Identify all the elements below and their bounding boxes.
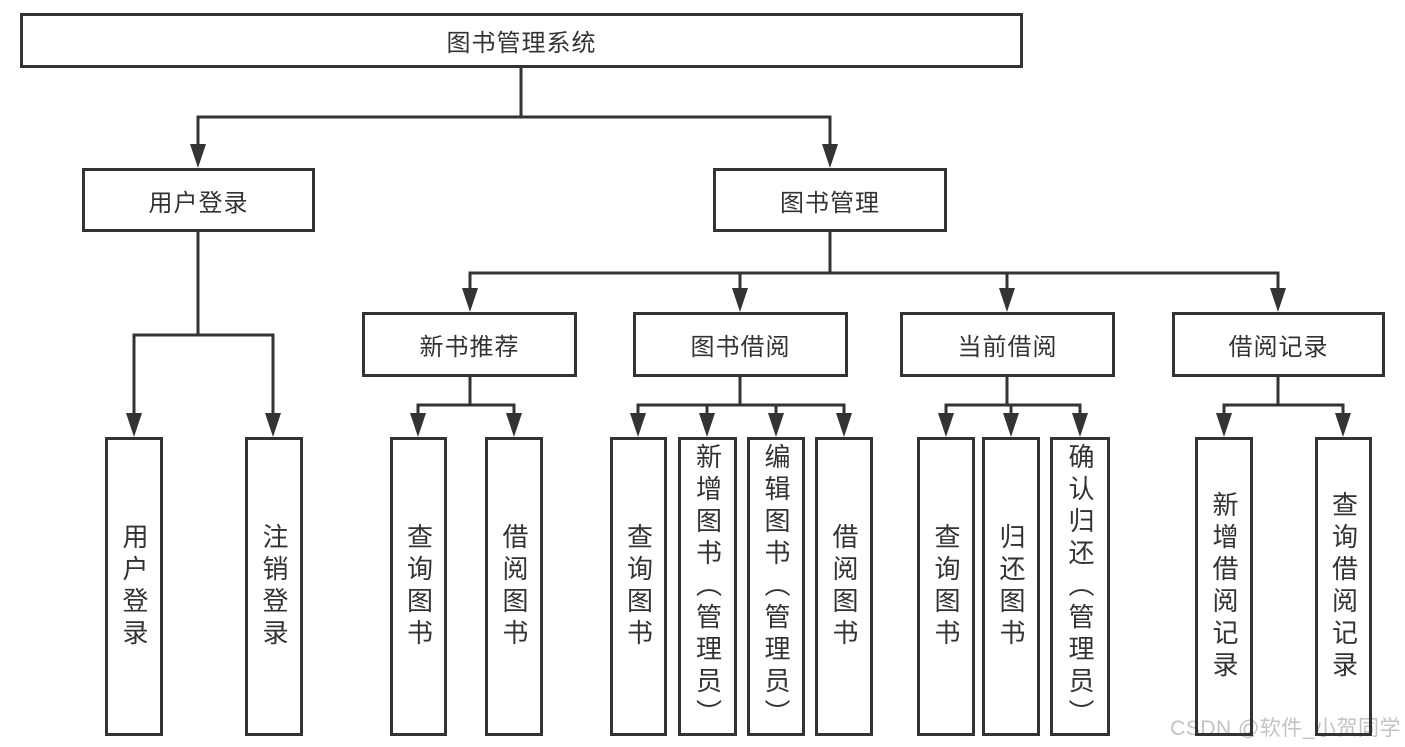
node-leaf-query-books-current: 查询图书 (917, 437, 975, 736)
node-borrowing-records: 借阅记录 (1172, 312, 1385, 377)
connector-current-borrow-to-children (938, 377, 1088, 437)
node-leaf-add-books-admin: 新增图书（管理员） (678, 437, 737, 736)
connector-root-to-level2 (190, 68, 838, 168)
node-leaf-add-borrow-record: 新增借阅记录 (1195, 437, 1253, 736)
node-new-book-recommend: 新书推荐 (362, 312, 577, 377)
node-book-management: 图书管理 (713, 168, 947, 232)
node-leaf-confirm-return-admin: 确认归还（管理员） (1050, 437, 1110, 736)
node-leaf-query-borrow-record: 查询借阅记录 (1315, 437, 1372, 736)
node-leaf-user-login: 用户登录 (105, 437, 163, 736)
connector-book-borrow-to-children (630, 377, 852, 437)
connector-user-login-to-children (126, 232, 281, 437)
node-leaf-query-books-borrow: 查询图书 (610, 437, 667, 736)
node-root-system: 图书管理系统 (20, 13, 1023, 68)
connector-borrow-records-to-children (1216, 377, 1351, 437)
node-leaf-borrow-books: 借阅图书 (815, 437, 873, 736)
node-leaf-edit-books-admin: 编辑图书（管理员） (747, 437, 805, 736)
node-leaf-logout: 注销登录 (245, 437, 303, 736)
node-book-borrowing: 图书借阅 (633, 312, 848, 377)
node-user-login: 用户登录 (82, 168, 315, 232)
node-current-borrowing: 当前借阅 (900, 312, 1115, 377)
node-leaf-query-books-rec: 查询图书 (390, 437, 447, 736)
connector-new-book-rec-to-children (410, 377, 522, 437)
connector-book-management-to-level3 (462, 232, 1286, 312)
node-leaf-return-books: 归还图书 (982, 437, 1040, 736)
node-leaf-borrow-books-rec: 借阅图书 (485, 437, 543, 736)
